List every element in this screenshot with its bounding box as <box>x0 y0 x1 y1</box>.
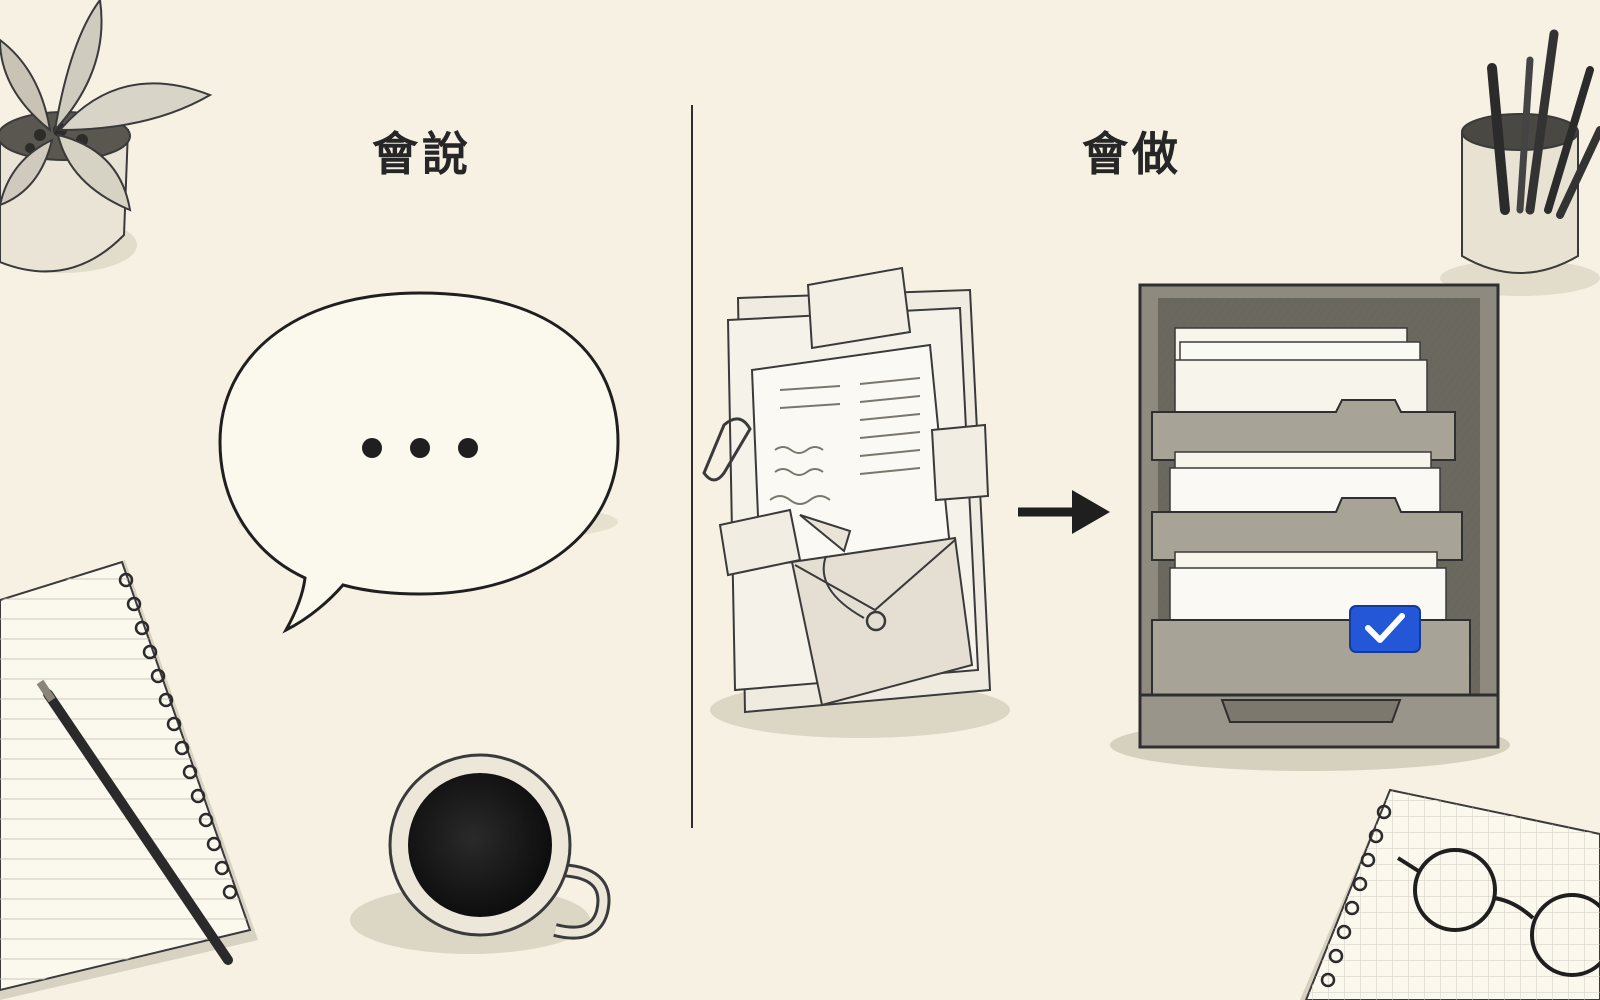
glasses-icon <box>1396 848 1600 977</box>
dot-3 <box>458 438 478 458</box>
pen-holder-icon <box>1440 29 1600 296</box>
dot-2 <box>410 438 430 458</box>
potted-plant-icon <box>0 0 213 273</box>
grid-notebook-icon <box>1300 788 1600 1000</box>
speech-bubble-icon <box>218 291 620 634</box>
heading-left: 會說 <box>372 127 472 181</box>
arrow-right-icon <box>1018 490 1110 534</box>
pencil-icon <box>36 679 233 965</box>
messy-papers-icon <box>702 266 1010 738</box>
file-organizer-icon <box>1110 283 1510 771</box>
coffee-cup-icon <box>350 753 611 954</box>
notebook-icon <box>0 560 258 1000</box>
heading-right: 會做 <box>1082 127 1182 181</box>
dot-1 <box>362 438 382 458</box>
check-icon <box>1349 605 1421 653</box>
